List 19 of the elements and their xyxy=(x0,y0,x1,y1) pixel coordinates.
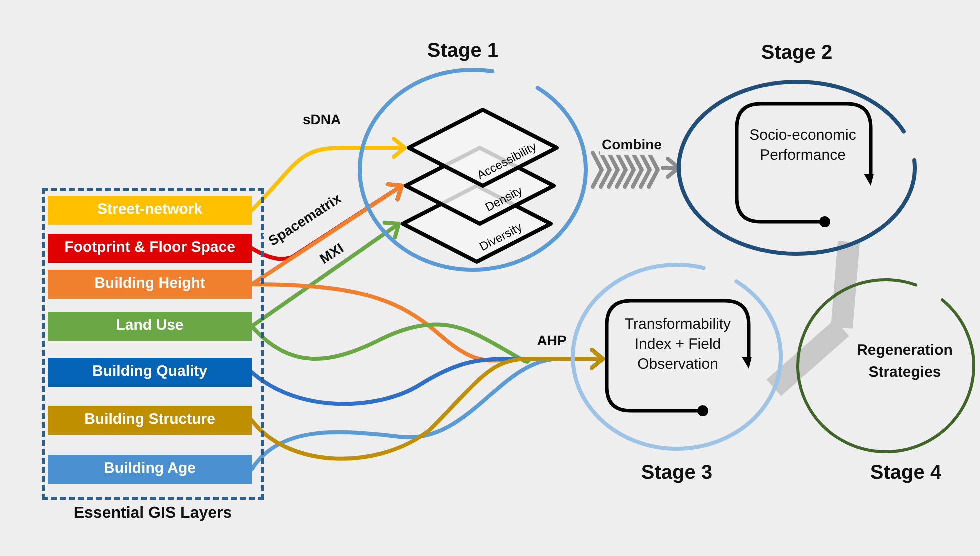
stage-text: Socio-economic Performance xyxy=(748,126,858,166)
flow-band xyxy=(831,241,860,329)
arrow xyxy=(250,220,401,328)
group-caption: Essential GIS Layers xyxy=(72,504,234,524)
stage-title: Stage 2 xyxy=(760,41,834,66)
stage-title: Stage 1 xyxy=(426,39,500,64)
layer-bar: Building Age xyxy=(48,455,252,484)
stage-title: Stage 4 xyxy=(869,461,943,486)
layer-bar: Building Structure xyxy=(48,406,252,435)
flow-band xyxy=(766,320,850,396)
arrow xyxy=(250,137,407,212)
layer-bar: Building Height xyxy=(48,270,252,299)
layer-bar: Land Use xyxy=(48,312,252,341)
layer-bar: Street-network xyxy=(48,196,252,225)
stage-text: Transformability Index + Field Observation xyxy=(624,315,732,375)
layer-bar: Footprint & Floor Space xyxy=(48,234,252,263)
stage-text: Regeneration Strategies xyxy=(856,341,954,383)
stage-title: Stage 3 xyxy=(640,461,714,486)
layer-bar: Building Quality xyxy=(48,358,252,387)
